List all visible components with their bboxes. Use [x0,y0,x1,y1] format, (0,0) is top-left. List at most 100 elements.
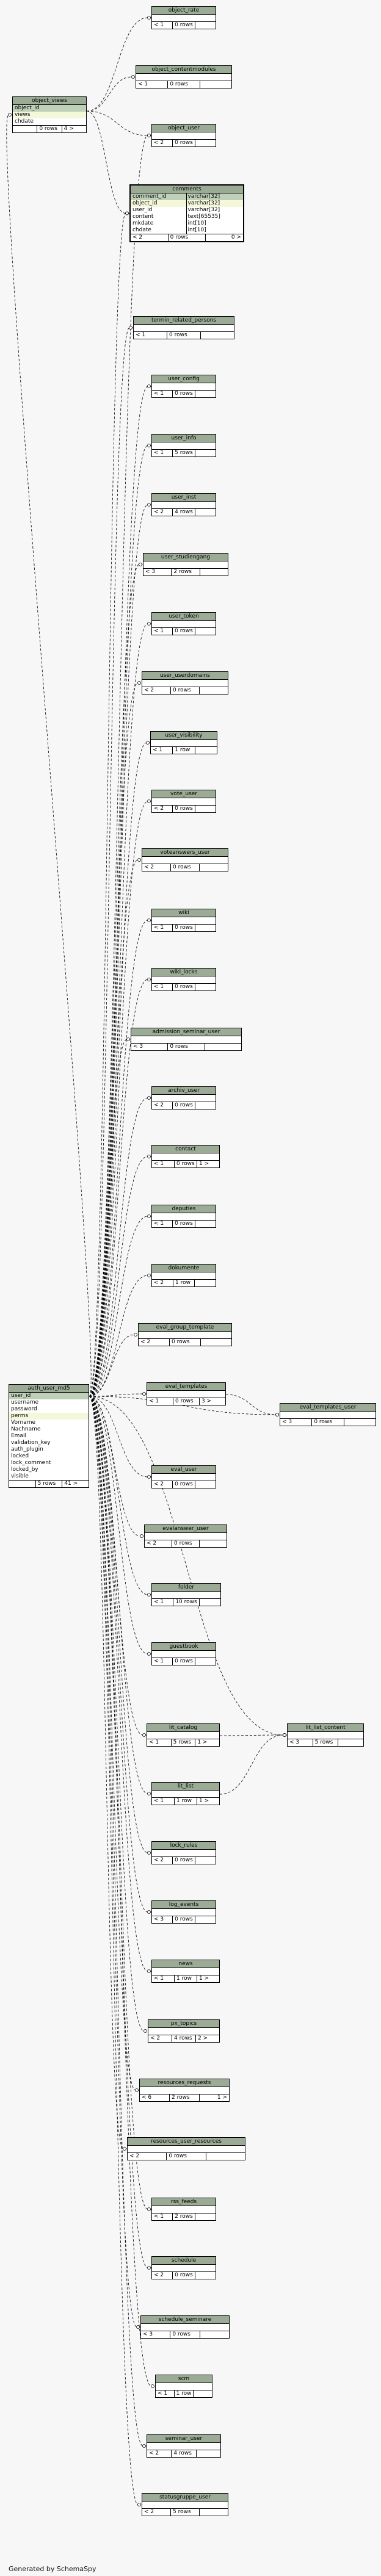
table-name: user_config [152,375,216,383]
row-count: 0 rows [167,81,199,88]
column-email: Email [11,1433,26,1439]
table-name: user_studiengang [143,554,228,561]
relationship-auth-user-6-marker [147,503,151,507]
parent-count: < 1 [154,2213,164,2220]
table-name: resources_requests [140,2079,229,2087]
parent-count: < 2 [150,2035,161,2041]
relationship-auth-user-33-marker [143,2029,147,2033]
relationship-auth-user-24 [89,1396,144,1537]
parent-count: < 2 [154,1857,164,1863]
table-name: statusgruppe_user [142,2494,228,2502]
relationship-auth-user-28 [89,1396,287,1736]
row-count: 0 rows [166,2153,205,2160]
row-count: 0 rows [172,925,195,931]
row-count: 0 rows [172,1102,195,1109]
child-count: 41 > [62,1481,89,1487]
parent-count: < 2 [154,509,164,515]
relationship-auth-user-35 [89,1396,127,2149]
row-count: 0 rows [172,1658,195,1665]
row-count: 0 rows [172,984,195,990]
relationship-auth-user-17 [89,1156,151,1397]
table-name: object_rate [152,7,216,15]
parent-count: < 1 [136,332,146,338]
table-name: object_contentmodules [136,66,231,74]
child-count: 0 > [205,234,243,241]
row-count: 2 rows [169,2094,199,2101]
row-count: 0 rows [172,1857,195,1864]
parent-count: < 2 [154,806,164,812]
relationship-auth-user-16 [89,1097,151,1397]
child-count: 1 > [197,1975,219,1982]
column-locked-by: locked_by [11,1467,38,1473]
table-name: archiv_user [152,1087,216,1095]
parent-count: < 2 [132,234,143,240]
row-count: 0 rows [172,1221,195,1227]
relationship-auth-user-20-marker [134,1333,137,1337]
column-name: chdate [132,227,151,233]
relationship-auth-user-1 [89,213,129,1397]
table-object-views[interactable]: object_views object_id views chdate 0 ro… [12,96,87,133]
table-name: news [152,1960,219,1968]
relationship-auth-user-26 [89,1396,151,1654]
table-name: object_views [13,97,86,105]
relationship-auth-user-12-marker [137,858,141,862]
relationship-auth-user-0-marker [8,113,12,117]
relationship-auth-user-14 [89,979,151,1397]
parent-count: < 1 [154,1599,164,1605]
row-count: 0 rows [172,22,195,29]
relationship-lit-catalog-content [219,1734,287,1736]
parent-count: < 1 [154,925,164,931]
table-name: px_topics [148,2020,219,2028]
parent-count: < 1 [154,450,164,456]
table-name: wiki [152,909,216,917]
relationship-auth-user-30-marker [147,1851,151,1855]
table-wiki[interactable]: wiki < 1 0 rows [151,909,216,932]
row-count: 0 rows [172,1916,195,1923]
relationship-object-views-1-marker [131,75,135,79]
relationship-auth-user-41 [89,1396,142,2505]
table-auth-user-md5[interactable]: auth_user_md5 user_id username password … [9,1384,89,1488]
